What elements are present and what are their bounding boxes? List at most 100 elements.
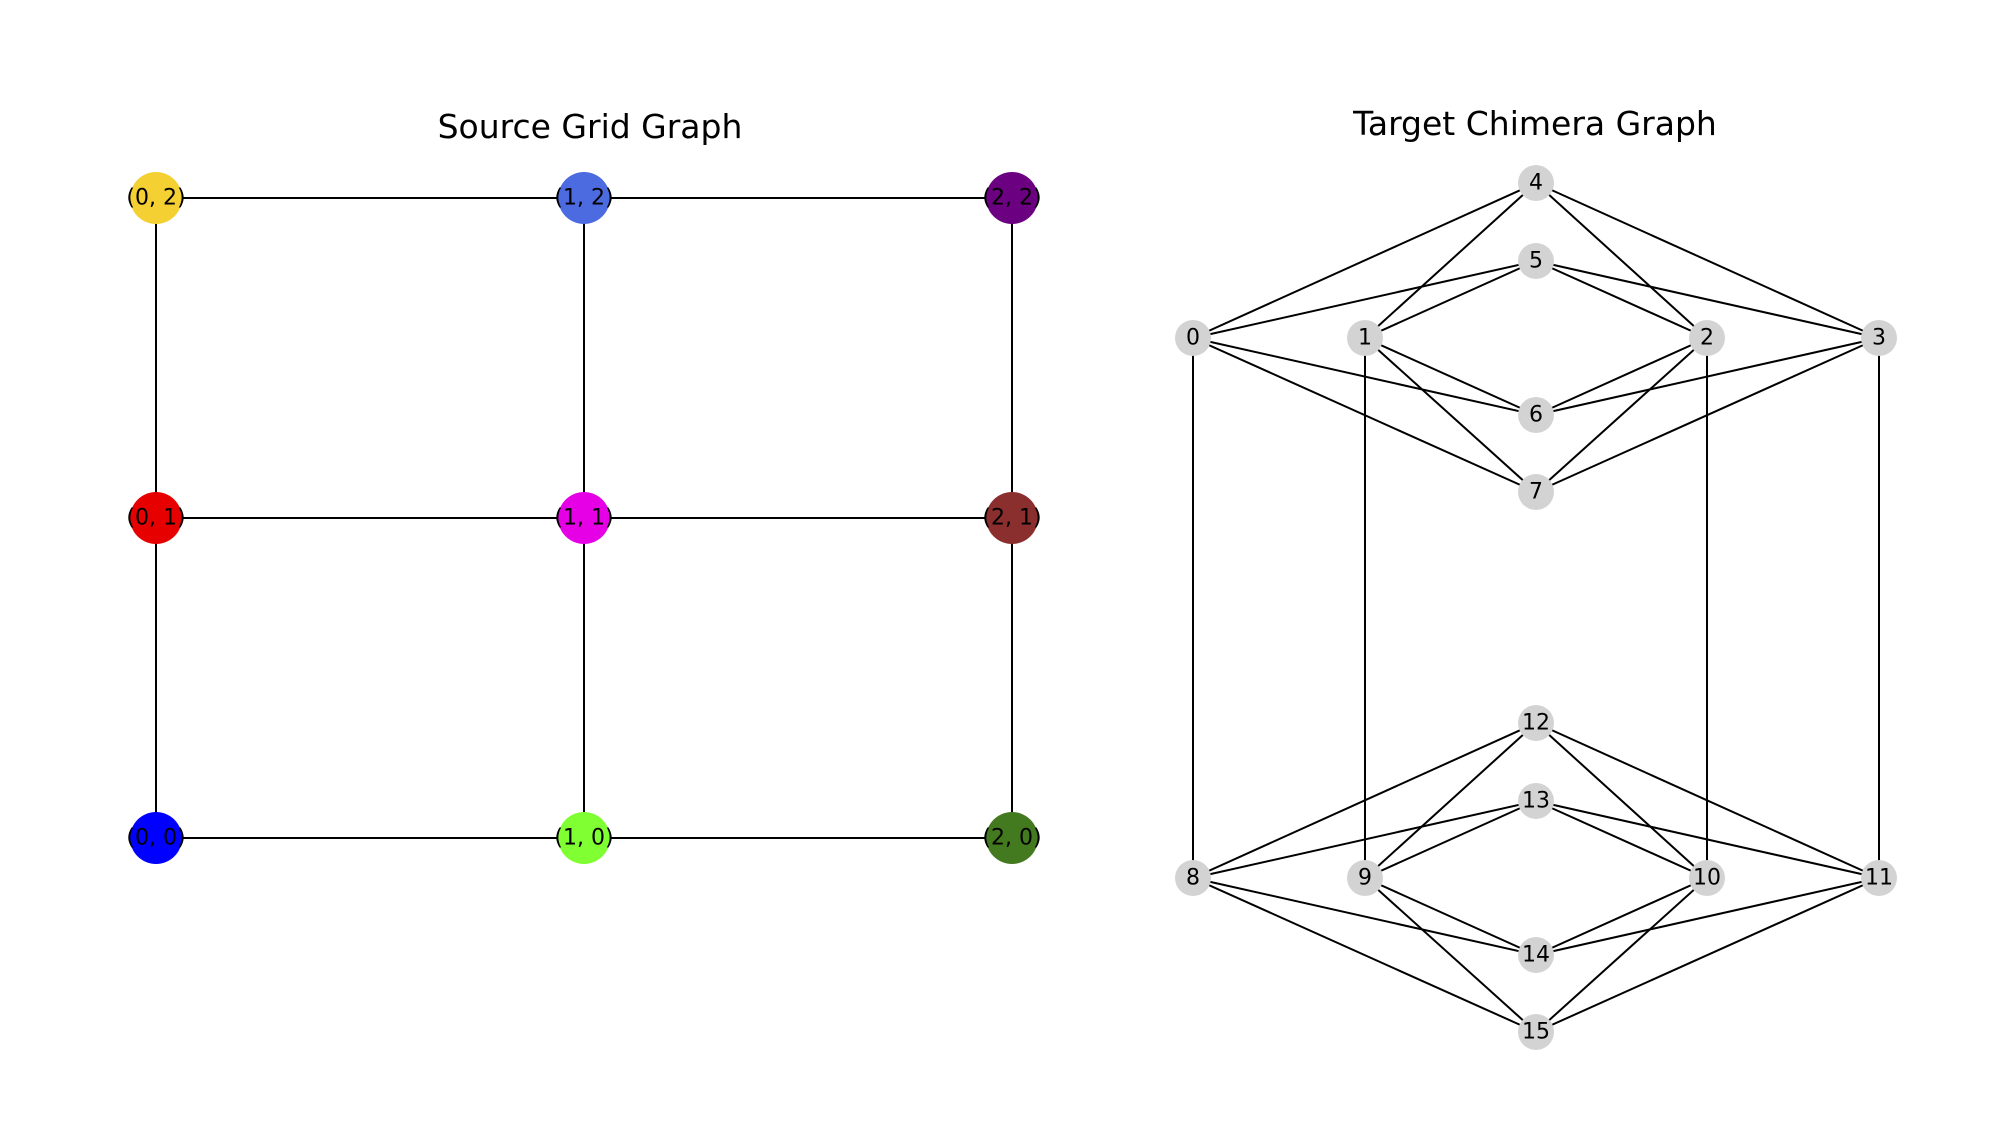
target-node: 15 (1518, 1014, 1554, 1050)
target-edge (1192, 877, 1537, 956)
source-node-label: (2, 2) (982, 186, 1041, 211)
target-edge (1535, 337, 1708, 493)
source-node-circle (986, 172, 1038, 224)
target-edge (1535, 877, 1880, 1033)
source-node: (1, 2) (554, 172, 614, 224)
target-edge (1192, 877, 1537, 1033)
source-node-circle (558, 492, 610, 544)
target-node-label: 4 (1529, 171, 1543, 196)
target-node: 5 (1518, 243, 1554, 279)
source-node-circle (986, 492, 1038, 544)
source-node-label: (0, 0) (126, 826, 185, 851)
source-node-circle (558, 172, 610, 224)
target-edge (1364, 337, 1537, 416)
target-node-label: 9 (1358, 866, 1372, 891)
target-edge (1364, 337, 1537, 493)
target-edge (1364, 800, 1537, 879)
source-graph-title: Source Grid Graph (438, 107, 743, 146)
source-node-circle (130, 492, 182, 544)
target-graph-edges (1192, 182, 1880, 1033)
target-node-label: 2 (1700, 326, 1714, 351)
target-node-label: 13 (1522, 789, 1550, 814)
target-edge (1535, 260, 1880, 339)
target-node-circle (1689, 860, 1725, 896)
target-node-circle (1518, 937, 1554, 973)
target-node-circle (1861, 860, 1897, 896)
target-edge (1364, 877, 1537, 1033)
source-node-label: (2, 0) (982, 826, 1041, 851)
target-node: 11 (1861, 860, 1897, 896)
target-node: 12 (1518, 705, 1554, 741)
target-node-label: 10 (1693, 866, 1721, 891)
target-node: 1 (1347, 320, 1383, 356)
target-edge (1535, 337, 1708, 416)
target-node: 14 (1518, 937, 1554, 973)
target-edge (1535, 800, 1708, 879)
source-node-label: (1, 0) (554, 826, 613, 851)
target-edge (1535, 877, 1880, 956)
target-node-label: 6 (1529, 403, 1543, 428)
target-node-label: 0 (1186, 326, 1200, 351)
target-node: 3 (1861, 320, 1897, 356)
source-node-label: (1, 2) (554, 186, 613, 211)
source-graph-edges (155, 197, 1013, 839)
target-node-label: 8 (1186, 866, 1200, 891)
target-node-circle (1518, 705, 1554, 741)
source-node: (0, 1) (126, 492, 186, 544)
target-node-circle (1347, 320, 1383, 356)
source-node-circle (130, 812, 182, 864)
target-node-circle (1518, 783, 1554, 819)
target-edge (1364, 722, 1537, 879)
source-node-label: (0, 2) (126, 186, 185, 211)
source-node: (2, 1) (982, 492, 1042, 544)
target-node-label: 12 (1522, 711, 1550, 736)
target-node: 7 (1518, 474, 1554, 510)
source-node-circle (130, 172, 182, 224)
source-node-label: (2, 1) (982, 506, 1041, 531)
target-node-circle (1518, 243, 1554, 279)
target-node: 0 (1175, 320, 1211, 356)
target-node-circle (1347, 860, 1383, 896)
target-node-circle (1689, 320, 1725, 356)
target-edge (1535, 877, 1708, 956)
target-node: 6 (1518, 397, 1554, 433)
target-edge (1364, 877, 1537, 956)
target-edge (1192, 182, 1537, 339)
target-node-label: 3 (1872, 326, 1886, 351)
target-node-circle (1518, 1014, 1554, 1050)
target-graph-title: Target Chimera Graph (1352, 104, 1717, 143)
target-node-circle (1175, 320, 1211, 356)
target-node-label: 14 (1522, 943, 1550, 968)
source-node-label: (1, 1) (554, 506, 613, 531)
source-node: (2, 0) (982, 812, 1042, 864)
source-node: (0, 2) (126, 172, 186, 224)
target-edge (1535, 722, 1708, 879)
source-node: (1, 1) (554, 492, 614, 544)
target-node: 9 (1347, 860, 1383, 896)
target-node-circle (1861, 320, 1897, 356)
source-node-circle (986, 812, 1038, 864)
target-edge (1535, 182, 1708, 339)
target-edge (1364, 260, 1537, 339)
source-node: (1, 0) (554, 812, 614, 864)
target-node: 10 (1689, 860, 1725, 896)
target-node-label: 5 (1529, 249, 1543, 274)
source-node-circle (558, 812, 610, 864)
target-node-label: 11 (1865, 866, 1893, 891)
target-node: 13 (1518, 783, 1554, 819)
source-graph-nodes: (0, 0) (0, 1) (0, 2) (1, 0) (1, 1) (1, 2) (2, … (126, 172, 1042, 864)
target-edge (1535, 877, 1708, 1033)
source-node: (0, 0) (126, 812, 186, 864)
target-node: 2 (1689, 320, 1725, 356)
target-node-label: 15 (1522, 1020, 1550, 1045)
target-node-circle (1518, 165, 1554, 201)
target-node: 4 (1518, 165, 1554, 201)
target-edge (1364, 182, 1537, 339)
target-node-label: 7 (1529, 480, 1543, 505)
target-edge (1535, 260, 1708, 339)
source-node-label: (0, 1) (126, 506, 185, 531)
target-node-circle (1518, 397, 1554, 433)
target-node-circle (1175, 860, 1211, 896)
target-node-circle (1518, 474, 1554, 510)
